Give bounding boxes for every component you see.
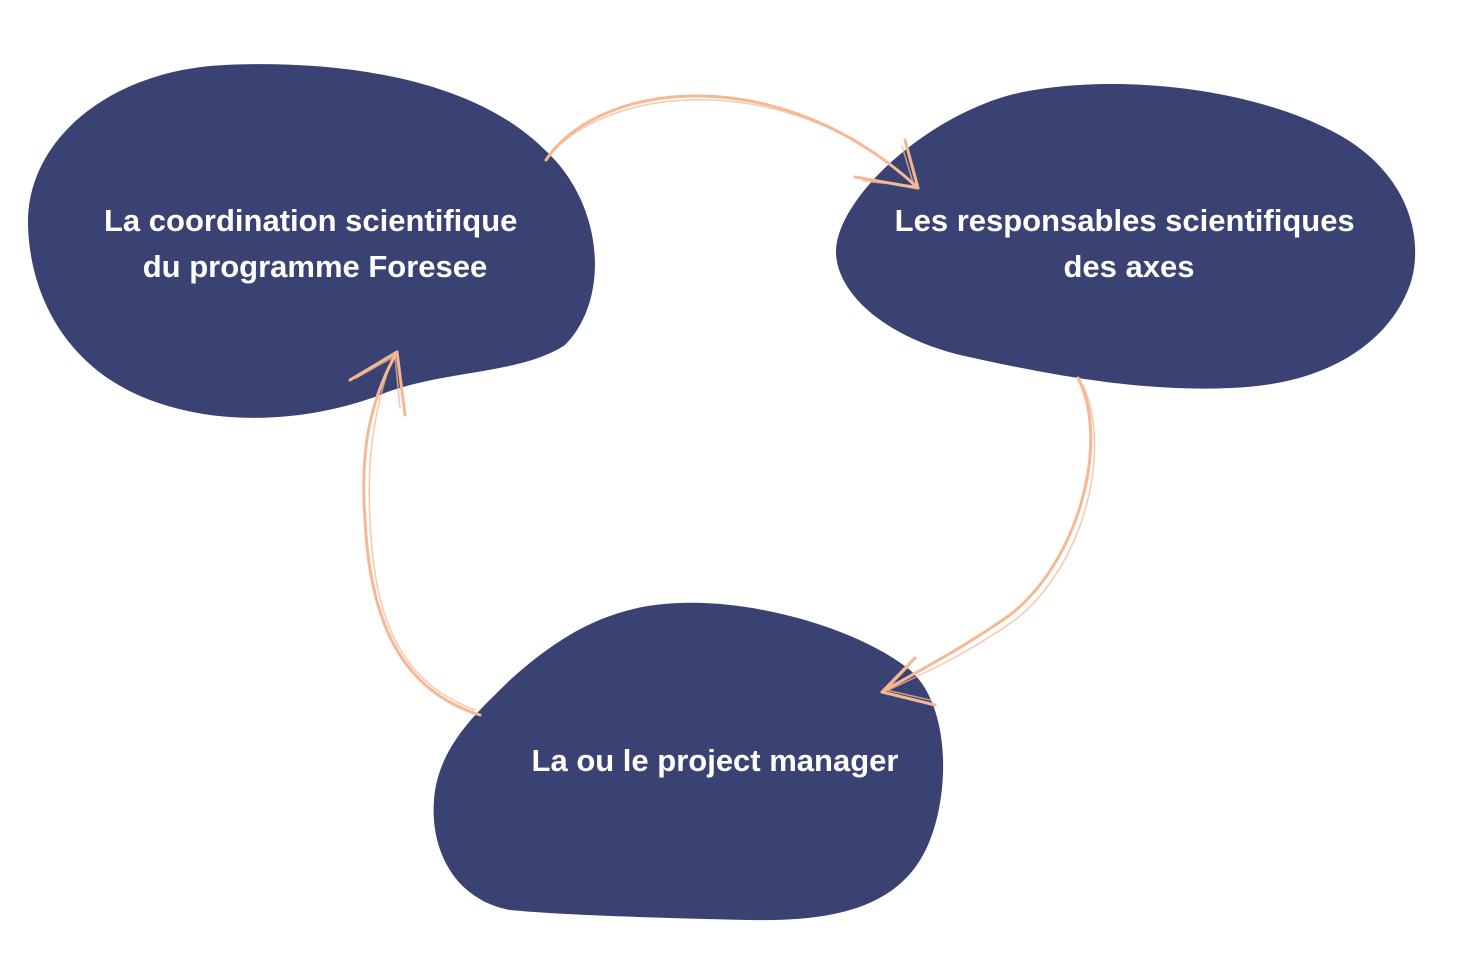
arrow-project-manager-to-coordination bbox=[348, 350, 482, 717]
label-coordination-line2: du programme Foresee bbox=[143, 249, 488, 284]
arrow-responsables-to-project-manager bbox=[880, 376, 1096, 707]
label-coordination: La coordination scientifique du programm… bbox=[104, 203, 526, 284]
blob-project-manager bbox=[433, 602, 944, 921]
label-project-manager: La ou le project manager bbox=[532, 743, 899, 778]
blob-coordination bbox=[27, 64, 595, 418]
label-coordination-line1: La coordination scientifique bbox=[104, 203, 517, 238]
label-responsables-line1: Les responsables scientifiques bbox=[895, 203, 1355, 238]
label-responsables-line2: des axes bbox=[1064, 249, 1195, 284]
label-responsables: Les responsables scientifiques des axes bbox=[895, 203, 1364, 284]
label-project-manager-line1: La ou le project manager bbox=[532, 743, 899, 778]
arrow-coordination-to-responsables bbox=[544, 94, 920, 190]
blob-responsables bbox=[835, 84, 1416, 389]
